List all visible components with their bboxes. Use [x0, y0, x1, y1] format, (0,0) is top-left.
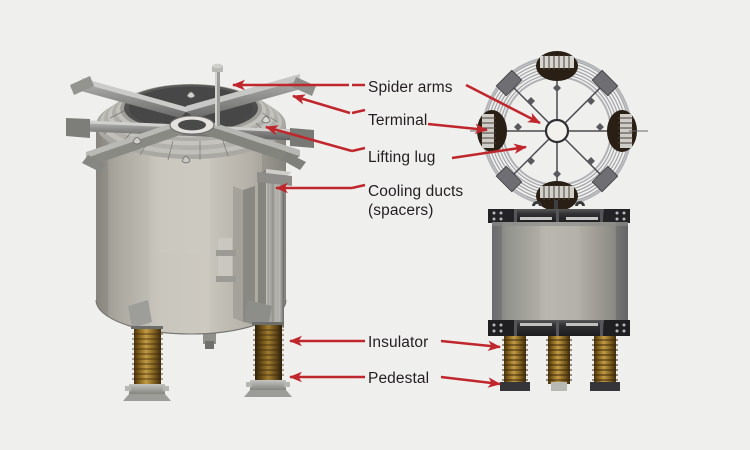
label-spider-arms: Spider arms: [368, 79, 453, 96]
insulator-front-1: [500, 336, 530, 391]
leader-lug-stub: [351, 146, 366, 153]
top-frame-bar: [488, 209, 630, 223]
leader-lug-to-plan: [451, 143, 528, 160]
label-cooling-ducts: Cooling ducts: [368, 183, 464, 200]
insulator-left-front: [123, 326, 171, 401]
leader-duct-stub: [351, 183, 366, 190]
insulator-left-rear: [244, 322, 292, 397]
arm-end-brackets: [66, 76, 316, 172]
cooling-duct-spacer-panel: [257, 169, 292, 328]
lifting-lug-eyelets: [132, 91, 271, 164]
pedestal-front-3: [590, 382, 620, 391]
insulator-front-3: [590, 336, 620, 391]
spider-arms: [66, 63, 316, 172]
leader-pedestal-to-front: [440, 375, 502, 388]
top-plan-view: [470, 51, 648, 211]
leader-lines: [231, 79, 541, 388]
center-hub-plan: [544, 118, 570, 144]
coil-body-front: [492, 222, 628, 322]
pedestal-left-front: [123, 384, 171, 401]
leader-lug-to-iso: [264, 125, 353, 153]
leader-terminal-to-plan: [427, 122, 489, 134]
pedestal-front-2: [551, 382, 567, 391]
cutaway-section: [216, 186, 255, 322]
leader-spider-to-plan: [465, 83, 541, 125]
leader-insulator-to-front: [440, 339, 502, 351]
label-lifting-lug: Lifting lug: [368, 149, 436, 166]
leader-terminal-stub: [351, 108, 366, 115]
insulator-front-2: [546, 336, 572, 391]
pedestal-left-rear: [244, 380, 292, 397]
pedestal-front-1: [500, 382, 530, 391]
label-pedestal: Pedestal: [368, 370, 430, 387]
label-insulator: Insulator: [368, 334, 429, 351]
leader-terminal-to-iso: [292, 94, 351, 115]
label-cooling-ducts-line2: (spacers): [368, 202, 434, 219]
label-terminal: Terminal: [368, 112, 428, 129]
terminal-post: [212, 63, 223, 126]
terminal-blocks-plan: [477, 51, 637, 211]
spoke-joint-markers: [514, 84, 604, 178]
front-elevation-view: [488, 200, 630, 391]
isometric-coil-assembly: [66, 63, 316, 401]
bottom-frame-bar: [488, 320, 630, 336]
duct-clamp-blocks-plan: [495, 69, 619, 193]
lifting-lugs-front: [532, 200, 585, 210]
base-frame-left: [128, 300, 272, 328]
